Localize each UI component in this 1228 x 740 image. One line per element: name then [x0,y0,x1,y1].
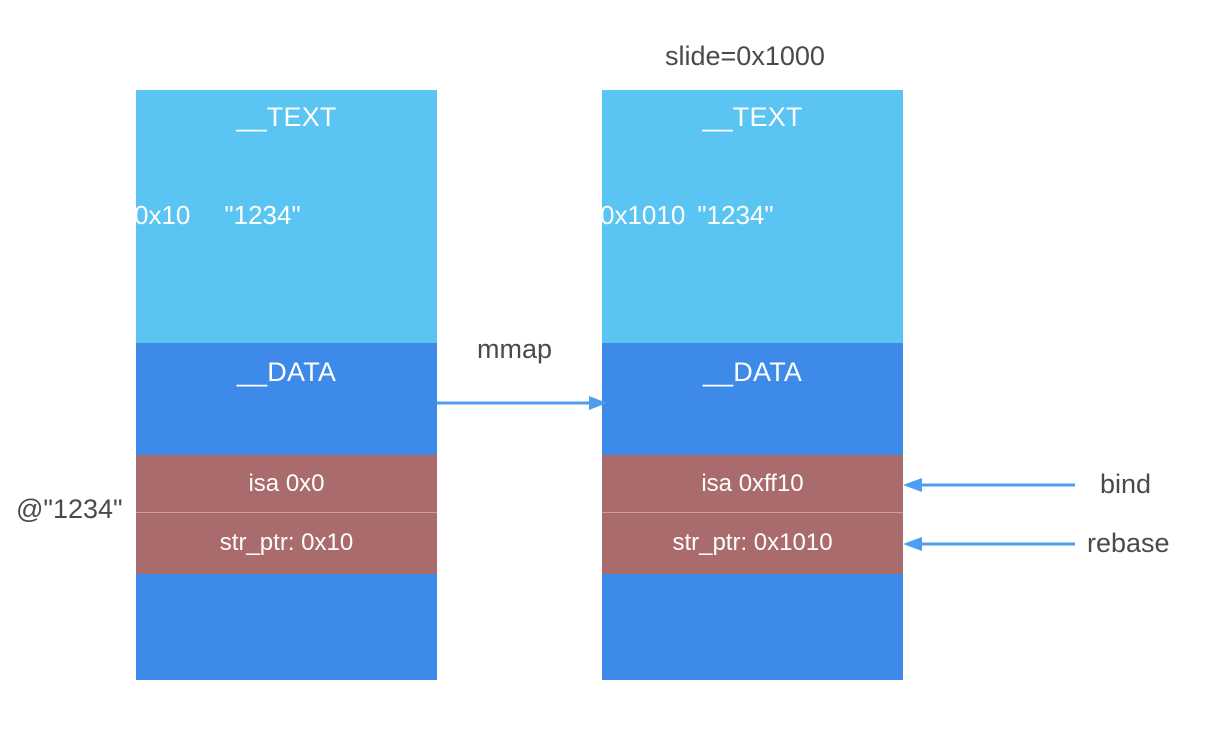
segment-text-title-after: __TEXT [702,102,803,132]
object-row-isa-label-before: isa 0x0 [248,470,325,497]
object-row-strptr-before: str_ptr: 0x10 [136,513,437,574]
segment-data-after: __DATA [602,343,903,455]
segment-text-title-before: __TEXT [236,102,337,132]
rebase-label: rebase [1087,528,1170,558]
segment-data-before: __DATA [136,343,437,455]
segment-text-after: __TEXT 0x1010 "1234" [600,90,903,343]
text-string-before: "1234" [224,200,301,230]
segment-data-title-before: __DATA [236,357,337,387]
text-address-line-after: 0x1010 "1234" [600,200,774,231]
object-row-isa-before: isa 0x0 [136,455,437,512]
segment-data-tail-before [136,574,437,680]
object-row-isa-after: isa 0xff10 [602,455,903,512]
bind-label: bind [1100,469,1152,499]
object-row-strptr-after: str_ptr: 0x1010 [602,513,903,574]
objc-literal-caption: @"1234" [16,494,123,524]
rebase-arrow-icon [900,534,1075,554]
object-row-strptr-label-after: str_ptr: 0x1010 [672,529,833,556]
slide-title: slide=0x1000 [665,41,825,71]
segment-data-tail-after [602,574,903,680]
text-string-after: "1234" [697,200,774,230]
mmap-label: mmap [477,334,553,364]
text-address-after: 0x1010 [600,200,686,230]
mmap-arrow-icon [437,393,607,413]
text-address-line-before: 0x10 "1234" [134,200,301,231]
bind-arrow-icon [900,475,1075,495]
object-row-divider-before [136,512,437,513]
text-address-before: 0x10 [134,200,191,230]
segment-data-title-after: __DATA [702,357,803,387]
segment-text-before: __TEXT 0x10 "1234" [134,90,437,343]
object-row-strptr-label-before: str_ptr: 0x10 [219,529,354,556]
object-row-isa-label-after: isa 0xff10 [701,470,804,497]
object-row-divider-after [602,512,903,513]
